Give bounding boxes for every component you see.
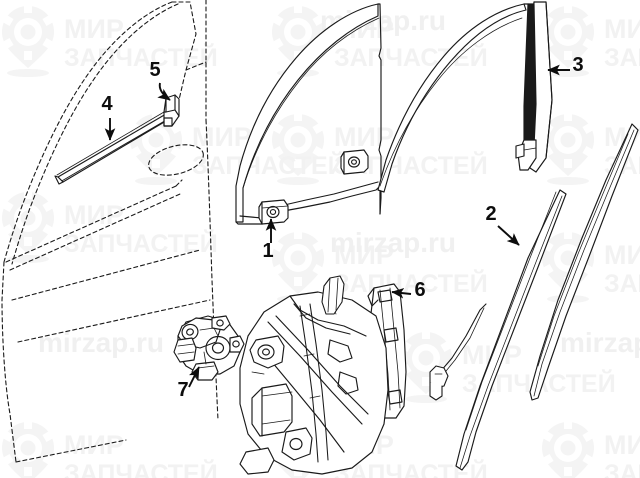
callout-arrow-2 (497, 225, 520, 246)
callout-labels: 1 2 3 4 5 6 7 (101, 54, 583, 401)
window-outer-weatherstrip-seal (455, 189, 567, 471)
callout-label-6[interactable]: 6 (414, 279, 425, 301)
callout-arrow-7 (188, 366, 200, 388)
callout-arrow-6 (391, 287, 412, 299)
door-window-guide-channel (515, 1, 553, 173)
callout-arrow-5 (157, 82, 171, 101)
callout-label-2[interactable]: 2 (485, 203, 496, 225)
regulator-upper-rail-segment (321, 275, 345, 315)
callout-label-3[interactable]: 3 (572, 54, 583, 76)
callout-label-5[interactable]: 5 (149, 59, 160, 81)
callout-label-7[interactable]: 7 (177, 379, 188, 401)
window-glass-upper-mounting-clip (340, 149, 369, 175)
callout-label-4[interactable]: 4 (101, 93, 113, 115)
callout-arrows (104, 64, 570, 388)
window-regulator-motor (173, 315, 245, 381)
window-glass-mounting-clip (258, 199, 289, 225)
window-frame-seal-upper (377, 3, 529, 193)
callout-label-1[interactable]: 1 (262, 240, 273, 262)
